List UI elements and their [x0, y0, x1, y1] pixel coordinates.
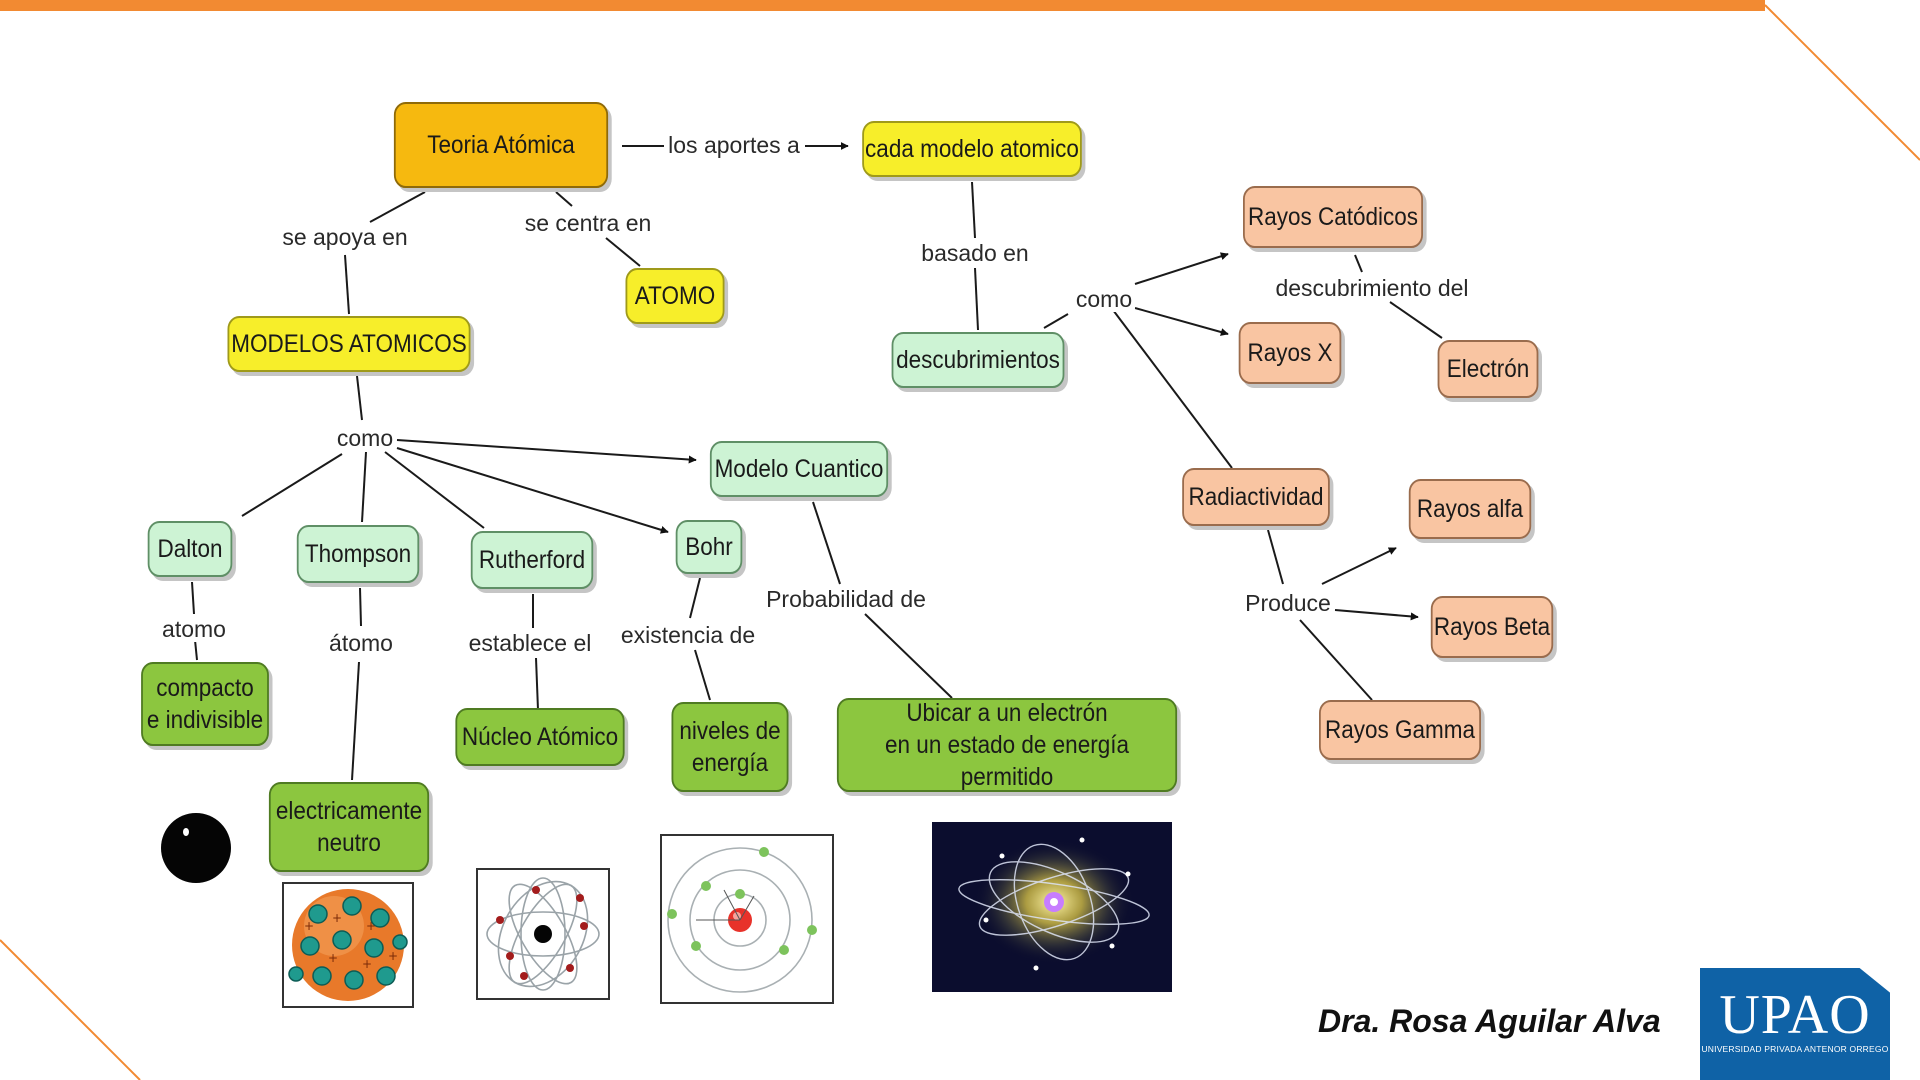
link-radiactividad-produce — [1267, 529, 1284, 585]
label-produce: Produce — [1242, 590, 1334, 616]
link-descub-como — [1043, 313, 1069, 329]
node-compacto-indivisible: compacto e indivisible — [141, 662, 269, 746]
link-descubrimiento-electron — [1389, 301, 1443, 339]
label-descubrimiento-del: descubrimiento del — [1272, 275, 1472, 301]
author-name: Dra. Rosa Aguilar Alva — [1318, 1003, 1661, 1039]
node-electron: Electrón — [1437, 340, 1539, 398]
node-nucleo-atomico: Núcleo Atómico — [455, 708, 625, 766]
link-atomo-electricamente — [351, 661, 360, 781]
link-como-thompson — [361, 451, 367, 523]
label-se-centra-en: se centra en — [521, 210, 655, 236]
node-electricamente-neutro: electricamente neutro — [268, 782, 430, 872]
bohr-orbital-image — [660, 834, 834, 1004]
link-thompson-atomo — [359, 587, 362, 627]
node-atomo: ATOMO — [625, 268, 725, 324]
label-atomo-dalton: atomo — [159, 616, 229, 642]
link-bohr-existencia — [689, 577, 701, 619]
node-thompson: Thompson — [296, 525, 420, 583]
link-establece-nucleo — [535, 657, 539, 711]
node-ubicar-electron: Ubicar a un electrón en un estado de ene… — [836, 698, 1178, 792]
node-rayos-alfa: Rayos alfa — [1408, 479, 1532, 539]
arrow-produce-beta — [1334, 609, 1419, 621]
logo-wordmark: UPAO — [1719, 984, 1871, 1046]
label-se-apoya-en: se apoya en — [279, 224, 411, 250]
svg-text:+: + — [304, 919, 314, 933]
link-dalton-atomo — [191, 581, 195, 615]
link-produce-gamma — [1299, 619, 1373, 701]
node-bohr: Bohr — [675, 520, 743, 574]
logo-subtitle: UNIVERSIDAD PRIVADA ANTENOR ORREGO — [1701, 1044, 1889, 1054]
arrow-como-bohr — [396, 447, 669, 534]
node-niveles-energia: niveles de energía — [671, 702, 789, 792]
node-rayos-beta: Rayos Beta — [1430, 596, 1554, 658]
corner-line-top-right — [1764, 4, 1920, 161]
node-rayos-catodicos: Rayos Catódicos — [1243, 186, 1423, 248]
arrow-como-cuantico — [396, 439, 697, 464]
svg-text:+: + — [362, 957, 372, 971]
node-rayos-gamma: Rayos Gamma — [1319, 700, 1481, 760]
link-basado-descubrimientos — [974, 267, 979, 331]
svg-text:+: + — [332, 911, 342, 925]
label-como-descubrimientos: como — [1072, 286, 1136, 312]
thompson-plum-pudding-image: + + + + + + — [282, 882, 414, 1008]
label-los-aportes: los aportes a — [665, 132, 803, 158]
link-probabilidad-ubicar — [864, 613, 953, 699]
link-seapoya-modelos — [344, 254, 350, 315]
quantum-cloud-image — [932, 822, 1172, 992]
corner-line-bottom-left — [0, 939, 141, 1080]
node-modelo-cuantico: Modelo Cuantico — [709, 441, 889, 497]
node-descubrimientos: descubrimientos — [891, 332, 1065, 388]
link-modelos-como — [356, 375, 363, 421]
link-atomo-compacto — [194, 639, 198, 661]
svg-text:+: + — [366, 919, 376, 933]
label-probabilidad-de: Probabilidad de — [763, 586, 929, 612]
node-teoria-atomica: Teoria Atómica — [393, 102, 609, 188]
label-atomo-thompson: átomo — [326, 630, 396, 656]
link-existencia-niveles — [694, 649, 711, 701]
label-existencia-de: existencia de — [617, 622, 759, 648]
link-cuantico-probabilidad — [812, 501, 841, 585]
link-como-radiactividad — [1112, 309, 1233, 469]
svg-text:+: + — [328, 951, 338, 965]
node-rayos-x: Rayos X — [1238, 322, 1342, 384]
link-cadamodelo-basado — [971, 181, 976, 239]
node-rutherford: Rutherford — [470, 531, 594, 589]
node-modelos-atomicos: MODELOS ATOMICOS — [227, 316, 471, 372]
link-catodicos-descubrimiento — [1354, 254, 1363, 273]
label-establece-el: establece el — [465, 630, 595, 656]
link-como-dalton — [241, 453, 343, 517]
dalton-sphere-image — [161, 813, 231, 883]
node-cada-modelo-atomico: cada modelo atomico — [862, 121, 1082, 177]
link-teoria-seapoya — [369, 191, 426, 223]
arrow-como-rayosx — [1134, 307, 1229, 336]
accent-top-bar — [0, 0, 1765, 11]
node-radiactividad: Radiactividad — [1182, 468, 1330, 526]
upao-logo: UPAO UNIVERSIDAD PRIVADA ANTENOR ORREGO — [1700, 968, 1890, 1080]
svg-text:+: + — [388, 949, 398, 963]
arrow-produce-alfa — [1321, 547, 1397, 585]
rutherford-nuclear-image — [476, 868, 610, 1000]
label-basado-en: basado en — [918, 240, 1032, 266]
label-como-modelos: como — [333, 425, 397, 451]
node-dalton: Dalton — [147, 521, 233, 577]
link-secentra-atomo — [605, 237, 641, 267]
link-teoria-secentra — [555, 191, 573, 207]
arrow-como-catodicos — [1134, 252, 1229, 285]
link-como-rutherford — [384, 451, 485, 529]
